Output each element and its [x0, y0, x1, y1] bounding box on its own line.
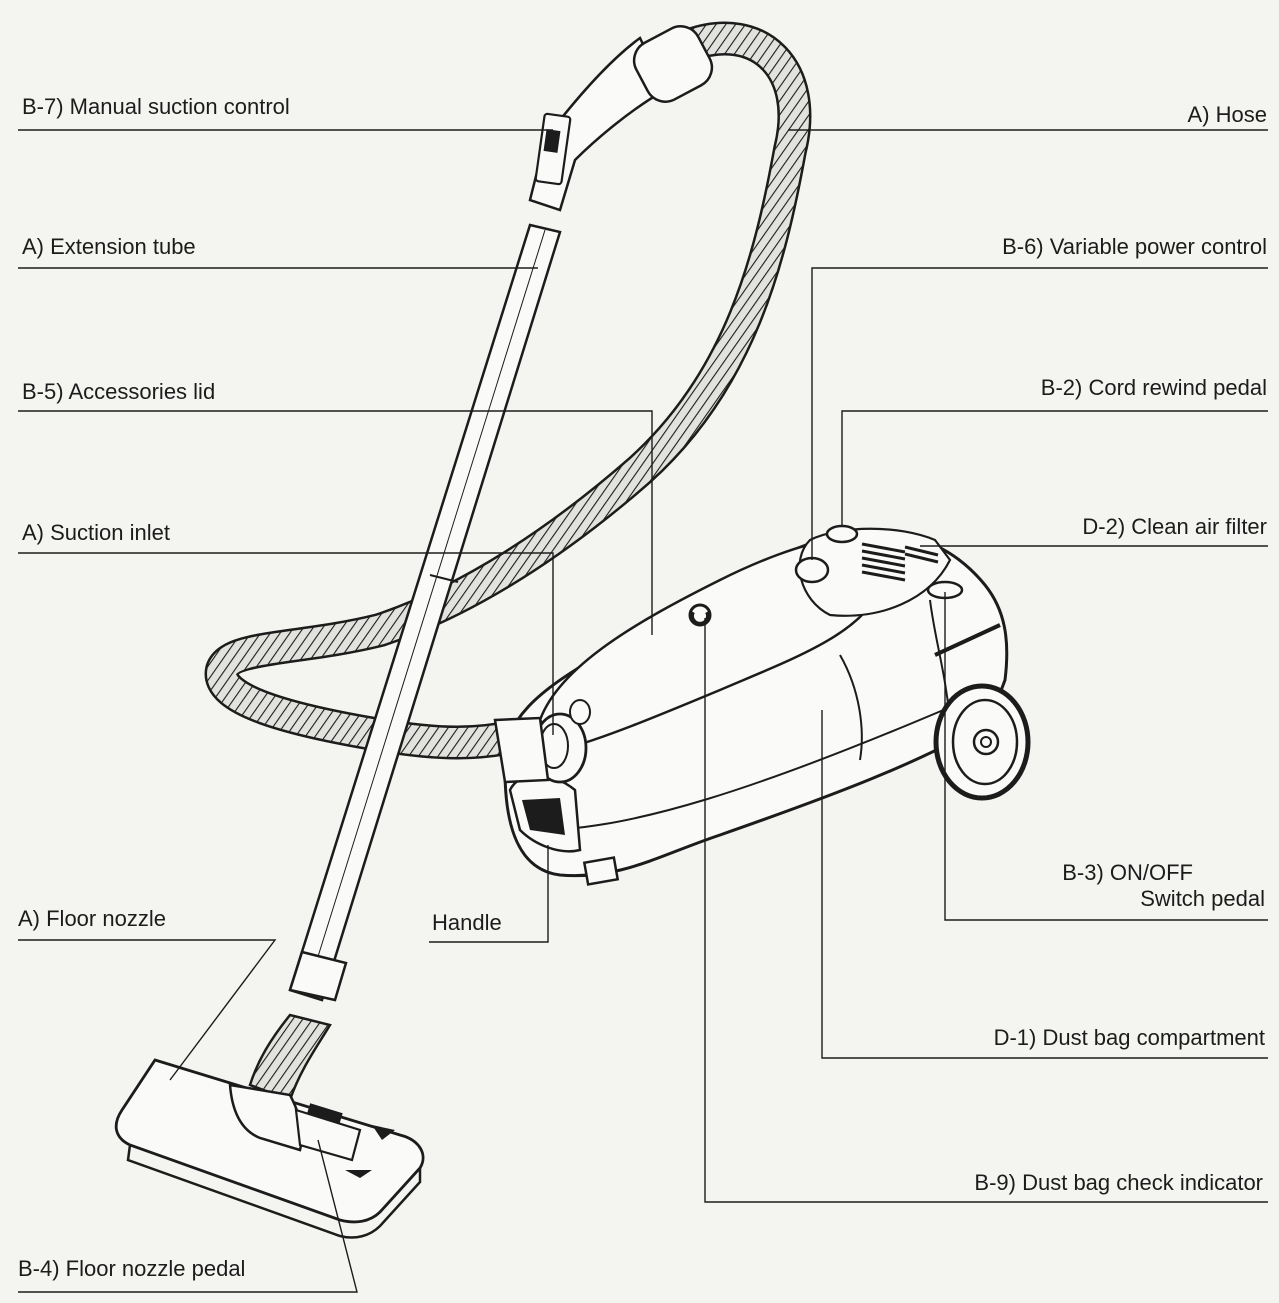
leader-variable-power-control [811, 267, 1268, 560]
label-dust-bag-compartment: D-1) Dust bag compartment [993, 1025, 1265, 1050]
label-accessories-lid: B-5) Accessories lid [22, 379, 216, 404]
label-on-off-line2: Switch pedal [1140, 886, 1265, 911]
leader-handle [429, 845, 549, 943]
nozzle-neck [248, 1013, 332, 1102]
leader-lines [18, 129, 1268, 1293]
label-on-off-switch-pedal: B-3) ON/OFF Switch pedal [1062, 860, 1265, 912]
label-dust-bag-check-indicator: B-9) Dust bag check indicator [974, 1170, 1263, 1195]
label-floor-nozzle: A) Floor nozzle [18, 906, 166, 931]
leader-dust-bag-check-indicator [704, 618, 1268, 1203]
leader-floor-nozzle [18, 939, 277, 1081]
label-extension-tube: A) Extension tube [22, 234, 196, 259]
hose [204, 21, 812, 760]
leader-cord-rewind-pedal [841, 410, 1268, 527]
label-variable-power-control: B-6) Variable power control [1002, 234, 1267, 259]
leader-on-off-switch-pedal [944, 592, 1268, 921]
leader-accessories-lid [18, 410, 653, 635]
label-floor-nozzle-pedal: B-4) Floor nozzle pedal [18, 1256, 246, 1281]
label-suction-inlet: A) Suction inlet [22, 520, 170, 545]
label-hose: A) Hose [1187, 102, 1267, 127]
extension-tube [288, 223, 562, 1002]
label-on-off-line1: B-3) ON/OFF [1062, 860, 1193, 885]
leader-dust-bag-compartment [821, 710, 1268, 1059]
hose-handle [528, 25, 714, 212]
leader-suction-inlet [18, 552, 554, 735]
label-handle: Handle [432, 910, 502, 935]
label-cord-rewind-pedal: B-2) Cord rewind pedal [1040, 375, 1267, 400]
leader-floor-nozzle-pedal [18, 1139, 358, 1293]
label-manual-suction-control: B-7) Manual suction control [22, 94, 290, 119]
label-clean-air-filter: D-2) Clean air filter [1082, 514, 1267, 539]
vacuum-body [493, 524, 1031, 886]
floor-nozzle [114, 1058, 425, 1239]
